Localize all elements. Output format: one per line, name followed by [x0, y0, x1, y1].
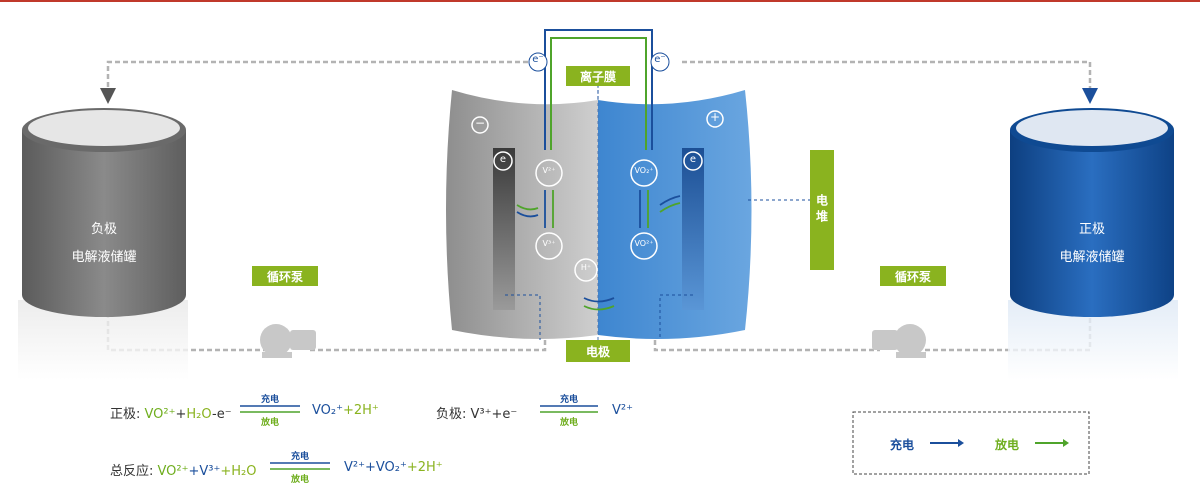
eq1-term2: H₂O: [186, 407, 212, 422]
pump-left-icon: [260, 324, 316, 358]
eq1-label: 正极:: [110, 407, 145, 422]
eq3-term1: VO²⁺: [157, 464, 189, 479]
eq3-discharge-label: 放电: [290, 475, 309, 485]
eq3-charge-label: 充电: [290, 452, 309, 462]
equation-total: 总反应: VO²⁺+V³⁺+H₂O: [110, 460, 256, 479]
equation-positive-rhs: VO₂⁺+2H⁺: [312, 403, 379, 418]
eq3-label: 总反应:: [110, 464, 158, 479]
stack-label: 电堆: [810, 150, 834, 270]
plus-circle: [706, 110, 724, 128]
pipe-top-left: [106, 60, 530, 95]
electron-left-label: e⁻: [532, 54, 544, 65]
ion-membrane-label: 离子膜: [566, 66, 630, 86]
eq2-discharge-label: 放电: [559, 418, 578, 428]
pos-tank-subtitle: 电解液储罐: [1059, 250, 1125, 265]
flow-arrow-right-icon: [1082, 88, 1098, 104]
eq2-label: 负极:: [436, 407, 471, 422]
plate-e-right: e: [689, 154, 697, 165]
minus-symbol: −: [474, 116, 486, 130]
equation-negative: 负极: V³⁺+e⁻: [436, 403, 517, 422]
ion-arrows: [516, 190, 681, 311]
negative-tank: [18, 108, 188, 380]
eq1-rhs2: +2H⁺: [342, 403, 379, 418]
pipe-bottom-left-b: [310, 340, 547, 352]
eq1-discharge-label: 放电: [260, 418, 279, 428]
electron-right-label: e⁻: [654, 54, 666, 65]
ion-circles: [471, 110, 724, 282]
equation-negative-rhs: V²⁺: [612, 403, 633, 418]
ion-v3-circle: [535, 232, 563, 260]
positive-tank: [1008, 108, 1178, 380]
pump-left-label: 循环泵: [252, 266, 318, 286]
eq1-term1: VO²⁺: [144, 407, 176, 422]
neg-tank-subtitle: 电解液储罐: [71, 250, 137, 265]
eq1-charge-label: 充电: [260, 395, 279, 405]
plate-e-left: e: [499, 154, 507, 165]
cell-positive-half: [598, 90, 752, 339]
connector-lines: [505, 78, 810, 340]
electrode-plate-negative: [493, 148, 515, 310]
ion-v3-label: V³⁺: [542, 239, 556, 248]
header-line: [0, 0, 1200, 2]
ion-vo2p-circle: [630, 159, 658, 187]
electron-left-circle: [528, 52, 548, 72]
ion-vo2plus2-circle: [630, 232, 658, 260]
ion-v2-circle: [535, 159, 563, 187]
electrode-plate-positive: [682, 148, 704, 310]
ion-vo2p-label: VO₂⁺: [634, 166, 654, 175]
minus-circle: [471, 116, 489, 134]
eq2-charge-label: 充电: [559, 395, 578, 405]
pos-tank-title: 正极: [1078, 222, 1105, 237]
ion-v2-label: V²⁺: [542, 166, 556, 175]
eq3-rhs3: +2H⁺: [406, 460, 443, 475]
eq3-rhs2: +VO₂⁺: [364, 460, 407, 475]
eq1-plus: +: [175, 407, 187, 422]
ion-h-circle: [574, 258, 598, 282]
plus-symbol: +: [709, 110, 721, 124]
pump-right-label: 循环泵: [880, 266, 946, 286]
ion-h-label: H⁺: [580, 263, 592, 272]
legend-discharge-label: 放电: [995, 438, 1020, 452]
pipe-bottom-right-a: [653, 340, 880, 352]
eq3-term2: +V³⁺: [188, 464, 221, 479]
pipe-top-right: [682, 60, 1092, 95]
electrode-label: 电极: [566, 340, 630, 362]
legend-box: [852, 411, 1090, 475]
flow-arrow-left-icon: [100, 88, 116, 104]
equation-total-rhs: V²⁺+VO₂⁺+2H⁺: [344, 460, 443, 475]
eq1-term3: -e⁻: [212, 407, 232, 422]
eq1-rhs1: VO₂⁺: [312, 403, 343, 418]
eq2-lhs: V³⁺+e⁻: [470, 407, 518, 422]
neg-tank-title: 负极: [90, 222, 117, 237]
electron-right-circle: [650, 52, 670, 72]
equation-positive: 正极: VO²⁺+H₂O-e⁻: [110, 403, 232, 422]
ion-vo2plus2-label: VO²⁺: [634, 239, 654, 248]
legend-charge-label: 充电: [890, 438, 915, 452]
eq3-term3: +H₂O: [220, 464, 257, 479]
pump-right-icon: [872, 324, 926, 358]
electron-wires: [544, 29, 653, 150]
plate-e-circle-left: [493, 151, 513, 171]
plate-e-circle-right: [683, 151, 703, 171]
eq3-rhs1: V²⁺: [344, 460, 365, 475]
